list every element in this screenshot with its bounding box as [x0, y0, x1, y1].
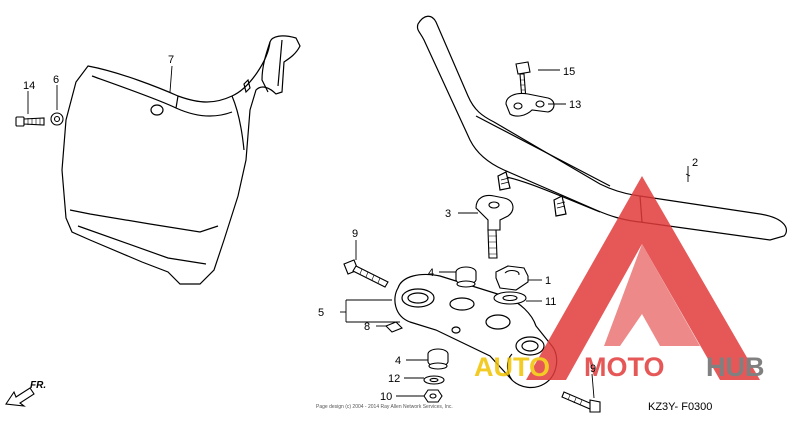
collar-6-drawing [50, 112, 64, 126]
label-10: 10 [380, 391, 392, 403]
nut-10-drawing [423, 389, 443, 403]
label-2: 2 [692, 157, 698, 169]
watermark-hub: HUB [706, 352, 765, 382]
label-13: 13 [569, 99, 581, 111]
clip-8-drawing [385, 321, 403, 333]
automotohub-watermark: AUTO MOTO HUB [474, 176, 765, 382]
washer-12-drawing [423, 375, 445, 385]
watermark-auto: AUTO [474, 352, 550, 382]
label-9b: 9 [590, 363, 596, 375]
label-6: 6 [53, 74, 59, 86]
label-4b: 4 [395, 355, 401, 367]
handlebar-drawing [416, 15, 788, 241]
rubber-4b-drawing [427, 348, 449, 370]
copyright-text: Page design (c) 2004 - 2014 Ray Allen Ne… [316, 404, 453, 410]
nut-1-drawing [495, 265, 529, 291]
bolt-9b-drawing [561, 391, 601, 413]
label-9a: 9 [352, 228, 358, 240]
front-direction-arrow: FR. [5, 380, 46, 407]
handlebar-holder-13-drawing [505, 92, 555, 117]
direction-label: FR. [30, 380, 46, 391]
label-8: 8 [364, 321, 370, 333]
washer-11-drawing [493, 291, 527, 305]
label-7: 7 [168, 54, 174, 66]
label-15: 15 [563, 66, 575, 78]
number-plate-drawing [61, 35, 301, 285]
label-3: 3 [445, 208, 451, 220]
bolt-14-drawing [15, 116, 45, 127]
rubber-4a-drawing [455, 266, 477, 288]
watermark-moto: MOTO [584, 352, 665, 382]
label-14: 14 [23, 80, 35, 92]
lower-holder-3-drawing [475, 194, 514, 259]
label-1: 1 [545, 275, 551, 287]
bolt-9a-drawing [343, 259, 389, 288]
label-11: 11 [545, 296, 556, 308]
arrow-icon [5, 387, 35, 407]
leader-lines [27, 65, 691, 399]
diagram-code: KZ3Y- F0300 [648, 401, 712, 413]
label-4a: 4 [428, 267, 434, 279]
label-12: 12 [388, 373, 400, 385]
label-5: 5 [318, 307, 324, 319]
